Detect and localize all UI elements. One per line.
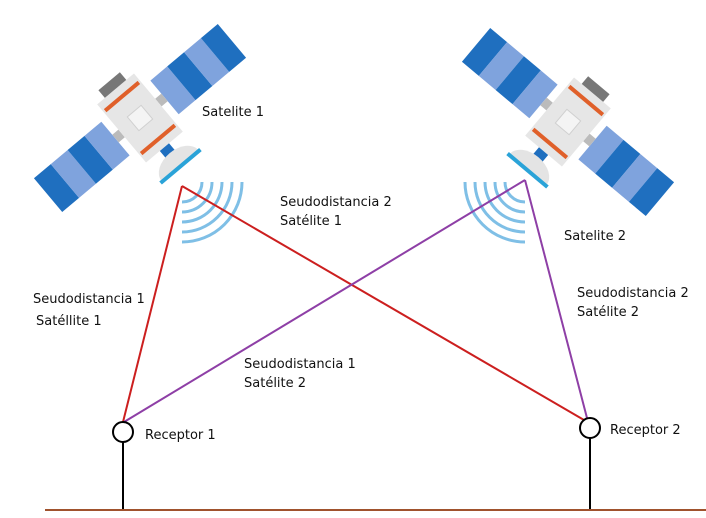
range-line-s1-r2 — [181, 185, 585, 421]
range-label-s2-r2: Seudodistancia 2 Satélite 2 — [577, 284, 689, 322]
receiver-1-label: Receptor 1 — [145, 428, 216, 443]
range-label-line: Seudodistancia 1 — [244, 357, 356, 372]
range-label-s1-r2: Seudodistancia 2 Satélite 1 — [280, 193, 392, 231]
receiver-2-label: Receptor 2 — [610, 423, 681, 438]
range-label-line: Satélite 2 — [244, 376, 307, 391]
range-label-s1-r1: Seudodistancia 1 Satéllite 1 — [33, 290, 145, 331]
range-label-line: Seudodistancia 1 — [33, 292, 145, 307]
range-label-line: Satéllite 1 — [36, 314, 102, 329]
receiver-1-icon — [112, 421, 134, 443]
range-label-line: Satélite 1 — [280, 214, 343, 229]
range-label-line: Satélite 2 — [577, 305, 640, 320]
range-line-s1-r1 — [122, 185, 183, 423]
range-line-s2-r2 — [524, 179, 588, 419]
satellite-2-label: Satelite 2 — [564, 229, 627, 244]
range-line-s2-r1 — [123, 179, 526, 423]
receiver-2-icon — [579, 417, 601, 439]
range-label-s2-r1: Seudodistancia 1 Satélite 2 — [244, 355, 356, 393]
satellite-1-label: Satelite 1 — [202, 105, 265, 120]
range-label-line: Seudodistancia 2 — [577, 286, 689, 301]
signal-waves-1-icon — [181, 181, 244, 244]
signal-waves-2-icon — [463, 181, 526, 244]
range-label-line: Seudodistancia 2 — [280, 195, 392, 210]
